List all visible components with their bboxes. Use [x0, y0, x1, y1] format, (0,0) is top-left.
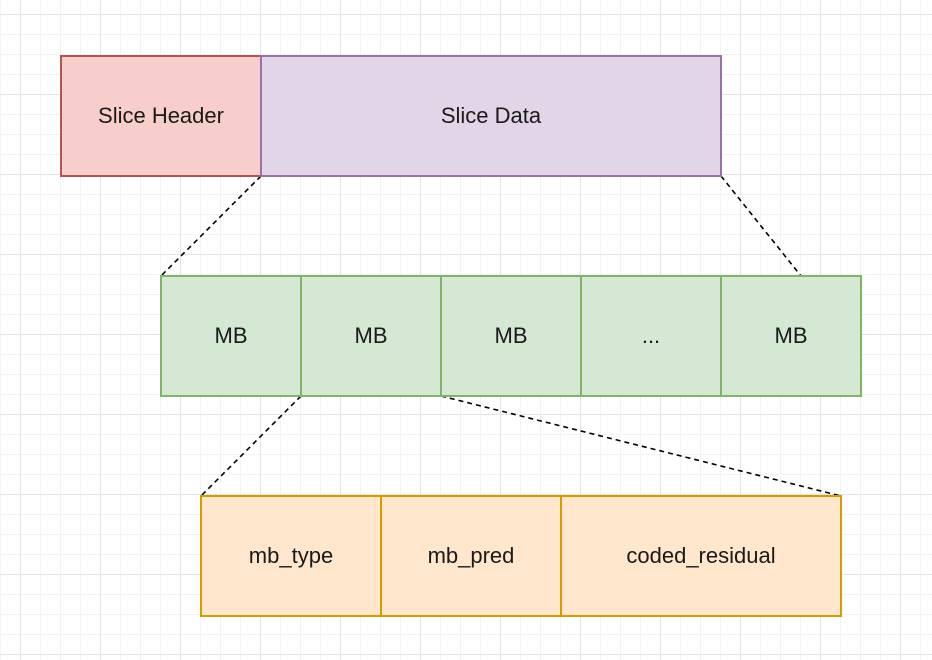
macroblock-box: MB	[440, 275, 582, 397]
macroblock-label: MB	[774, 323, 808, 348]
slice-header-box: Slice Header	[60, 55, 262, 177]
macroblock-ellipsis-box: ...	[580, 275, 722, 397]
coded-residual-label: coded_residual	[626, 543, 776, 568]
connector-slice-data-right	[720, 175, 802, 277]
connector-slice-data-left	[160, 175, 262, 277]
mb-pred-label: mb_pred	[427, 543, 515, 568]
slice-header-label: Slice Header	[98, 103, 224, 128]
connector-mb-left	[200, 395, 302, 497]
mb-type-label: mb_type	[248, 543, 334, 568]
slice-data-label: Slice Data	[440, 103, 542, 128]
mb-type-box: mb_type	[200, 495, 382, 617]
macroblock-label: MB	[214, 323, 248, 348]
macroblock-box: MB	[720, 275, 862, 397]
macroblock-box: MB	[300, 275, 442, 397]
slice-data-box: Slice Data	[260, 55, 722, 177]
macroblock-ellipsis-label: ...	[641, 323, 661, 348]
mb-pred-box: mb_pred	[380, 495, 562, 617]
macroblock-label: MB	[494, 323, 528, 348]
macroblock-box: MB	[160, 275, 302, 397]
macroblock-label: MB	[354, 323, 388, 348]
connector-mb-right	[440, 395, 842, 497]
coded-residual-box: coded_residual	[560, 495, 842, 617]
